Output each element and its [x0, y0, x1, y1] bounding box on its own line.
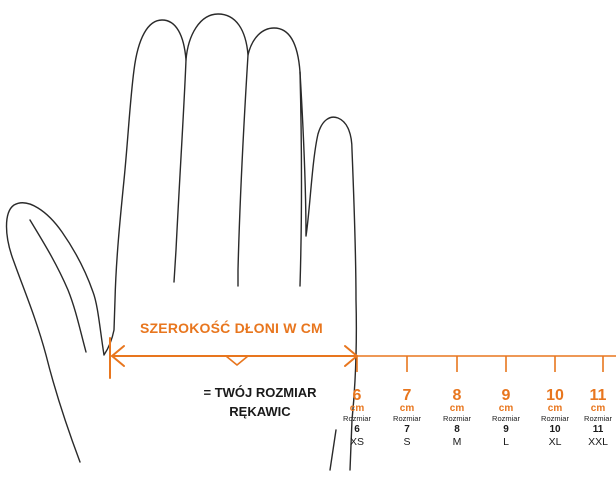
size-code: S	[403, 436, 411, 448]
cm-unit: cm	[498, 403, 514, 414]
size-number: 11	[592, 424, 604, 435]
cm-value: 7	[402, 387, 412, 404]
result-note-line-2: RĘKAWIC	[229, 404, 291, 419]
size-column-10: 10 cm Rozmiar 10 XL	[535, 388, 575, 449]
size-word: Rozmiar	[492, 414, 520, 423]
size-number: 7	[404, 424, 410, 435]
size-column-11: 11 cm Rozmiar 11 XXL	[580, 388, 616, 449]
cm-unit: cm	[590, 403, 606, 414]
size-number: 9	[503, 424, 509, 435]
size-word: Rozmiar	[393, 414, 421, 423]
result-note-line-1: = TWÓJ ROZMIAR	[203, 385, 317, 400]
finger-line-1	[173, 59, 187, 283]
size-code: L	[503, 436, 509, 448]
size-number: 10	[549, 424, 561, 435]
finger-line-3	[299, 71, 303, 287]
size-word: Rozmiar	[443, 414, 471, 423]
size-column-9: 9 cm Rozmiar 9 L	[486, 388, 526, 449]
cm-value: 10	[546, 387, 564, 404]
size-column-6: 6 cm Rozmiar 6 XS	[337, 388, 377, 449]
size-number: 6	[354, 424, 360, 435]
size-number: 8	[454, 424, 460, 435]
cm-unit: cm	[349, 403, 365, 414]
arrow-left-head	[111, 345, 125, 367]
hand-outline	[5, 13, 358, 471]
palm-lower-line	[329, 429, 337, 471]
size-code: XXL	[588, 436, 608, 448]
measurement-title: SZEROKOŚĆ DŁONI W CM	[140, 320, 323, 336]
size-column-8: 8 cm Rozmiar 8 M	[437, 388, 477, 449]
size-column-7: 7 cm Rozmiar 7 S	[387, 388, 427, 449]
size-code: XL	[548, 436, 562, 448]
cm-unit: cm	[547, 403, 563, 414]
cm-unit: cm	[449, 403, 465, 414]
size-word: Rozmiar	[584, 414, 612, 423]
cm-value: 8	[452, 387, 462, 404]
size-code: M	[452, 436, 462, 448]
cm-value: 11	[589, 388, 607, 404]
cm-value: 9	[501, 387, 511, 404]
thumb-crease	[29, 219, 87, 353]
result-note: = TWÓJ ROZMIAR RĘKAWIC	[190, 383, 330, 421]
cm-value: 6	[352, 387, 362, 404]
center-marker	[225, 355, 249, 366]
size-code: XS	[349, 436, 364, 448]
cm-unit: cm	[399, 403, 415, 414]
size-word: Rozmiar	[541, 414, 569, 423]
size-word: Rozmiar	[343, 414, 371, 423]
finger-line-2	[237, 54, 249, 287]
